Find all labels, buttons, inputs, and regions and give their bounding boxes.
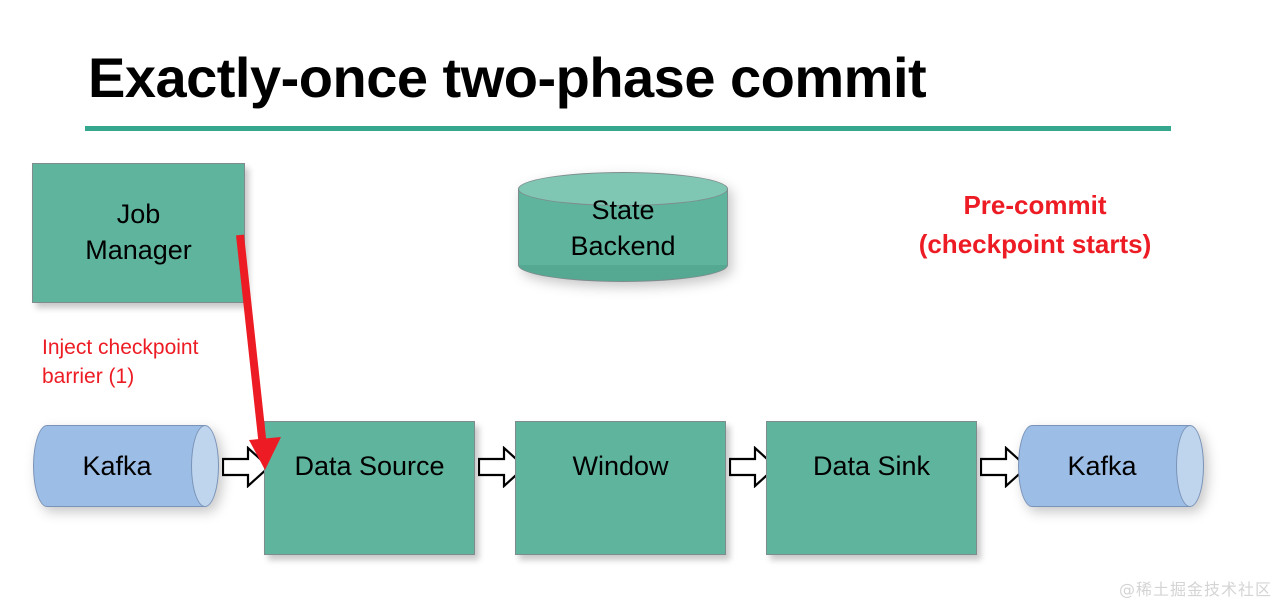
node-window[interactable]: Window	[515, 421, 726, 555]
arrow-right-icon	[729, 446, 777, 488]
annotation-pre-commit-line2: (checkpoint starts)	[918, 229, 1152, 259]
node-window-label: Window	[572, 451, 669, 482]
annotation-pre-commit: Pre-commit (checkpoint starts)	[880, 186, 1190, 264]
node-data-source[interactable]: Data Source	[264, 421, 475, 555]
node-job-manager[interactable]: Job Manager	[32, 163, 245, 303]
node-data-sink[interactable]: Data Sink	[766, 421, 977, 555]
arrow-right-icon	[478, 446, 526, 488]
node-state-backend-label: State Backend	[518, 174, 728, 284]
annotation-pre-commit-line1: Pre-commit	[963, 190, 1107, 220]
node-kafka-sink[interactable]: Kafka	[1018, 425, 1204, 507]
node-kafka-source[interactable]: Kafka	[33, 425, 219, 507]
watermark-text: @稀土掘金技术社区	[1118, 580, 1272, 599]
node-job-manager-label: Job Manager	[85, 197, 192, 268]
cylinder-body	[1032, 425, 1190, 507]
arrow-right-icon	[222, 446, 270, 488]
annotation-inject-barrier-line1: Inject checkpoint	[42, 336, 199, 359]
arrow-right-icon	[980, 446, 1028, 488]
cylinder-right-cap	[191, 425, 219, 507]
node-job-manager-line1: Job	[116, 199, 161, 230]
annotation-inject-barrier-line2: barrier (1)	[42, 364, 135, 388]
cylinder-top-cap	[518, 172, 728, 206]
node-kafka-sink-label: Kafka	[1067, 450, 1137, 481]
title-underline-rule	[85, 126, 1171, 131]
node-kafka-source-label: Kafka	[82, 450, 152, 481]
node-data-source-label: Data Source	[294, 451, 445, 482]
page-title: Exactly-once two-phase commit	[88, 46, 927, 109]
cylinder-right-cap	[1176, 425, 1204, 507]
node-data-sink-label: Data Sink	[812, 451, 931, 482]
node-state-backend-line1: State	[591, 195, 655, 226]
node-state-backend-line2: Backend	[570, 231, 676, 261]
annotation-inject-barrier: Inject checkpoint barrier (1)	[42, 334, 257, 392]
node-state-backend[interactable]: State Backend	[518, 172, 728, 282]
cylinder-body	[47, 425, 205, 507]
node-job-manager-line2: Manager	[85, 235, 192, 265]
